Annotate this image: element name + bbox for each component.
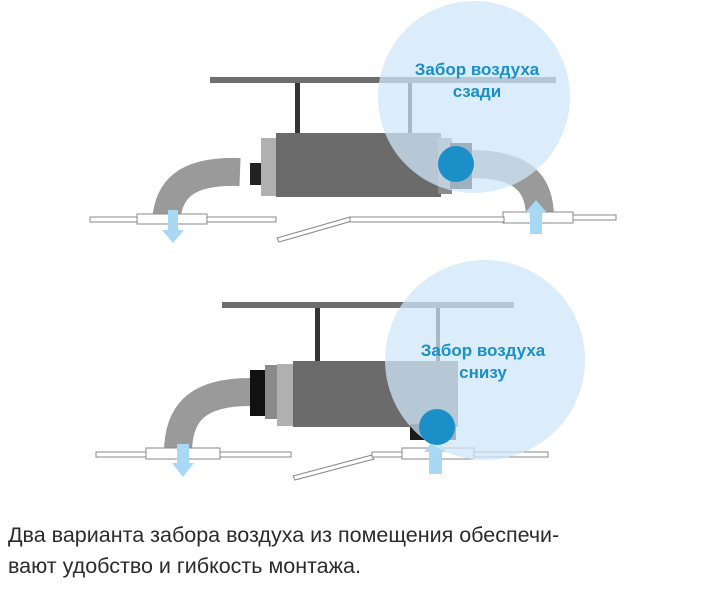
exhaust-arrow-down [162,210,184,243]
exhaust-duct-elbow [152,157,241,224]
ceiling-panel [349,216,505,223]
rear-intake-port [438,146,474,182]
access-hatch [276,216,353,243]
rear-intake-highlight [378,1,570,193]
bottom-intake-label-line2: снизу [459,363,507,382]
caption-line-1: Два варианта забора воздуха из помещения… [8,523,560,547]
unit-front-collar [277,364,295,426]
ceiling-rail [222,302,514,308]
bottom-intake-label: Забор воздуха снизу [393,340,573,384]
caption: Два варианта забора воздуха из помещения… [8,520,708,582]
exhaust-arrow-down [172,444,194,477]
rear-intake-label-line2: сзади [452,82,502,101]
bottom-intake-configuration [95,260,585,481]
rear-intake-configuration [89,1,617,243]
intake-arrow-up [525,200,547,234]
bottom-intake-port [419,409,455,445]
unit-front-flange [250,370,268,416]
unit-front-collar [265,365,279,419]
unit-front-cap [250,163,262,185]
rear-intake-label: Забор воздуха сзади [387,59,567,103]
bottom-intake-label-line1: Забор воздуха [420,341,546,360]
exhaust-duct-elbow [164,378,251,454]
unit-front-collar [261,138,279,196]
access-hatch [292,454,375,481]
rear-intake-label-line1: Забор воздуха [414,60,540,79]
caption-line-2: вают удобство и гибкость монтажа. [8,554,361,578]
